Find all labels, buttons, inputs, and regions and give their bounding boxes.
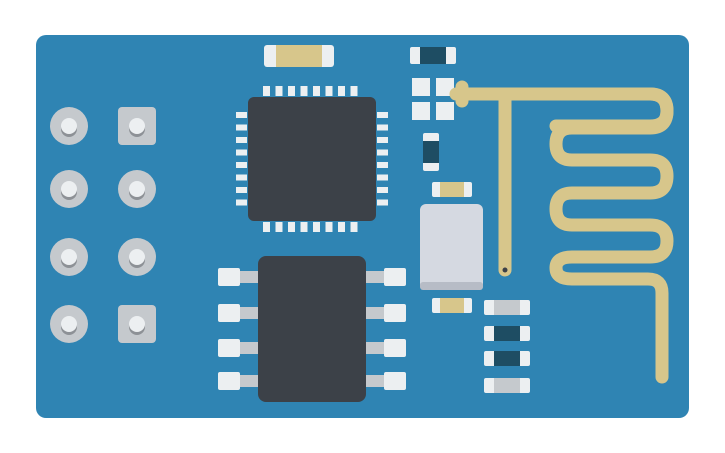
chip-pin bbox=[275, 86, 283, 96]
resistor-top bbox=[264, 45, 334, 67]
chip-pin bbox=[313, 86, 320, 96]
header-pin bbox=[118, 305, 156, 343]
pcb-board bbox=[36, 35, 689, 418]
flash-pin-lead bbox=[366, 307, 384, 319]
flash-pin bbox=[384, 372, 406, 390]
resistor-beige-low bbox=[432, 298, 472, 313]
chip-pin bbox=[275, 222, 283, 232]
antenna-via bbox=[502, 267, 508, 273]
resistor-beige-mid bbox=[432, 182, 472, 197]
chip-pin bbox=[236, 124, 247, 131]
flash-pin bbox=[218, 339, 240, 357]
chip-pin bbox=[377, 174, 388, 181]
flash-pin-lead bbox=[366, 271, 384, 283]
flash-pin bbox=[384, 339, 406, 357]
flash-pin-lead bbox=[240, 307, 258, 319]
flash-pin bbox=[384, 304, 406, 322]
header-pin bbox=[118, 107, 156, 145]
chip-pin bbox=[338, 86, 345, 96]
pad-grid bbox=[412, 78, 454, 120]
chip-pin bbox=[236, 199, 247, 206]
header-pin bbox=[118, 170, 156, 208]
chip-pin bbox=[300, 222, 308, 232]
chip-pin bbox=[288, 86, 295, 96]
chip-pin bbox=[236, 187, 247, 193]
crystal-oscillator bbox=[420, 204, 483, 290]
flash-pin-lead bbox=[366, 375, 384, 387]
chip-pin bbox=[325, 86, 333, 96]
resistor-dark-top bbox=[410, 47, 456, 64]
chip-pin bbox=[263, 86, 270, 96]
chip-pin bbox=[377, 124, 388, 131]
chip-pin bbox=[236, 112, 247, 118]
flash-pin bbox=[218, 268, 240, 286]
chip-pin bbox=[325, 222, 333, 232]
chip-pin bbox=[236, 137, 247, 143]
header-pin bbox=[50, 238, 88, 276]
flash-pin bbox=[218, 304, 240, 322]
header-pins bbox=[50, 107, 156, 343]
flash-pin-lead bbox=[240, 375, 258, 387]
component-stack bbox=[484, 300, 530, 393]
chip-pin bbox=[377, 149, 388, 156]
header-pin bbox=[118, 238, 156, 276]
flash-pin-lead bbox=[240, 342, 258, 354]
chip-pin bbox=[300, 86, 308, 96]
chip-pin bbox=[377, 162, 388, 168]
chip-pin bbox=[350, 86, 358, 96]
main-chip bbox=[236, 86, 388, 232]
chip-pin bbox=[236, 162, 247, 168]
header-pin bbox=[50, 107, 88, 145]
header-pin bbox=[50, 170, 88, 208]
header-pin bbox=[50, 305, 88, 343]
chip-pin bbox=[313, 222, 320, 232]
chip-pin bbox=[236, 149, 247, 156]
flash-pin-lead bbox=[366, 342, 384, 354]
chip-pin bbox=[263, 222, 270, 232]
chip-pin bbox=[288, 222, 295, 232]
antenna-trace bbox=[449, 80, 674, 384]
resistor-vertical bbox=[423, 133, 439, 171]
chip-pin bbox=[377, 112, 388, 118]
chip-pin bbox=[377, 199, 388, 206]
flash-pin-lead bbox=[240, 271, 258, 283]
chip-pin bbox=[350, 222, 358, 232]
chip-pin bbox=[338, 222, 345, 232]
flash-pin bbox=[218, 372, 240, 390]
chip-pin bbox=[377, 187, 388, 193]
flash-chip bbox=[218, 256, 406, 402]
chip-pin bbox=[236, 174, 247, 181]
flash-pin bbox=[384, 268, 406, 286]
chip-pin bbox=[377, 137, 388, 143]
